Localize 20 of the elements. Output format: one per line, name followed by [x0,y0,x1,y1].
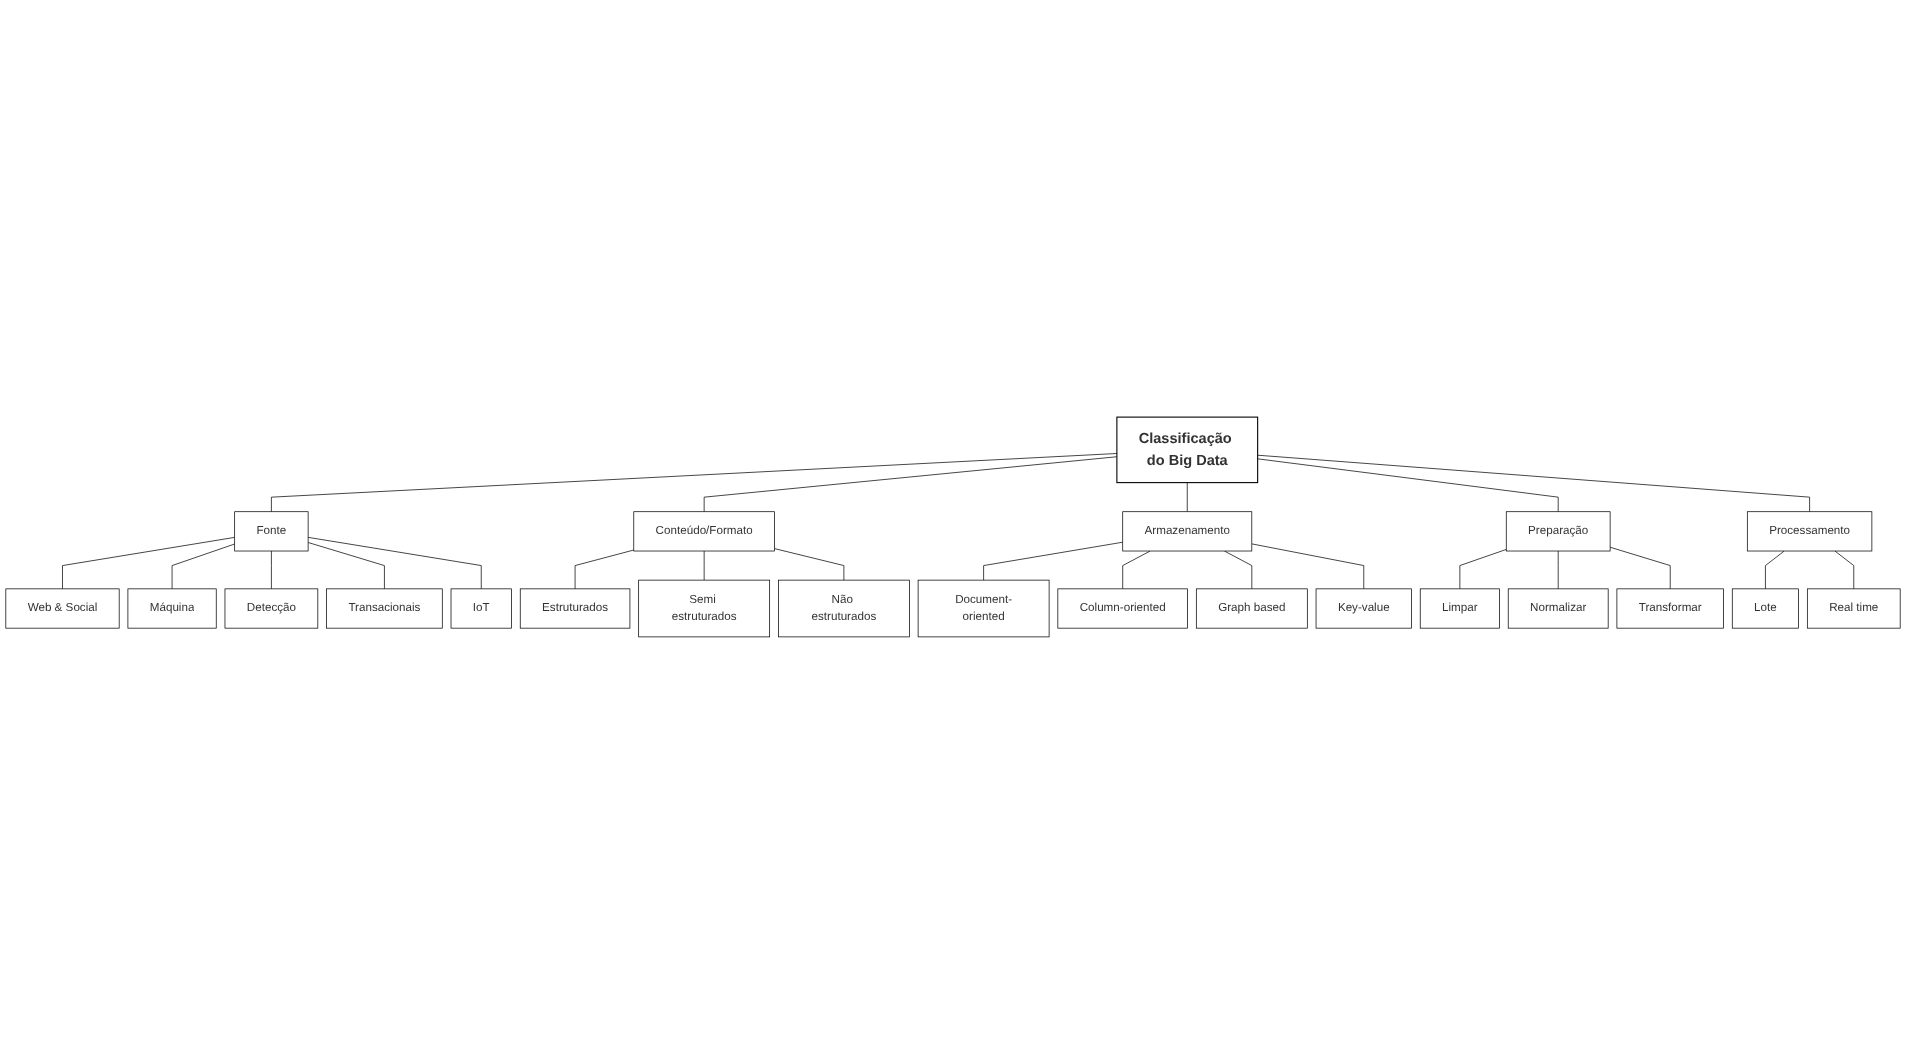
connector [307,542,385,590]
connector [1459,549,1507,590]
connector [1765,550,1785,590]
connector [983,541,1124,581]
connector [1257,454,1810,513]
connector [271,453,1118,513]
connector [703,456,1118,513]
connector [703,550,705,581]
connector [574,549,635,590]
connector [62,537,236,590]
connector [1186,482,1188,513]
connector [1609,546,1671,590]
connector [1251,543,1365,590]
connector [271,550,272,590]
connector [1834,550,1855,590]
connector [774,548,845,581]
connector [307,537,482,590]
connector [171,543,236,590]
connector [1257,458,1559,513]
connector [1557,550,1559,590]
